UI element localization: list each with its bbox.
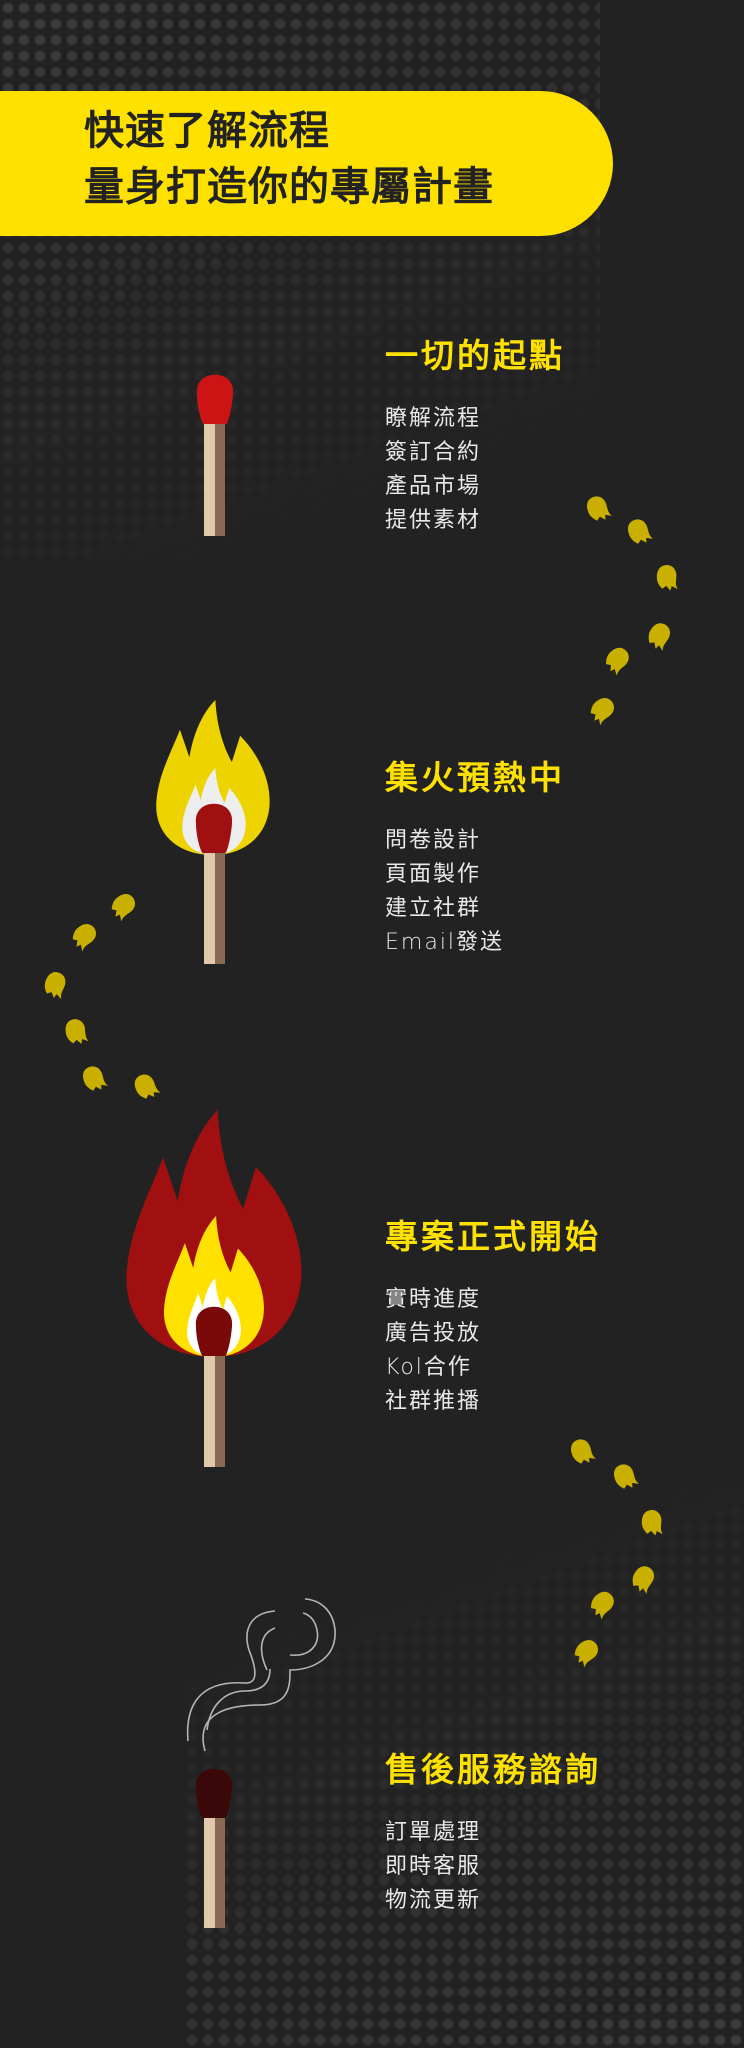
banner-title-line2: 量身打造你的專屬計畫 xyxy=(84,164,494,210)
spark-icon xyxy=(83,1066,109,1091)
match-stick xyxy=(204,853,225,964)
spark-icon xyxy=(614,1464,640,1489)
spark-icon xyxy=(591,1591,614,1620)
section-title: 集火預熱中 xyxy=(385,758,565,797)
smoke-icon xyxy=(186,1598,336,1752)
match-stick xyxy=(204,1356,225,1467)
spark-icon xyxy=(648,623,670,652)
spark-icon xyxy=(606,647,629,676)
section-aftersales: 售後服務諮詢 訂單處理 即時客服 物流更新 xyxy=(385,1750,601,1918)
list-item: 建立社群 xyxy=(385,896,482,921)
match-head-icon xyxy=(195,803,233,854)
section-start: 一切的起點 瞭解流程 簽訂合約 產品市場 提供素材 xyxy=(385,336,565,538)
list-item: 廣告投放 xyxy=(385,1321,482,1346)
list-item: 簽訂合約 xyxy=(385,440,482,465)
list-item: Email發送 xyxy=(385,930,505,955)
spark-icon xyxy=(590,697,615,726)
list-item: 提供素材 xyxy=(385,508,482,533)
list-item: 實時進度 xyxy=(385,1287,482,1312)
spark-icon xyxy=(72,923,97,952)
section-title: 專案正式開始 xyxy=(385,1217,601,1256)
section-title: 一切的起點 xyxy=(385,336,565,375)
list-item: 問卷設計 xyxy=(385,828,482,853)
burnt-match-head-icon xyxy=(195,1768,233,1819)
spark-icon xyxy=(111,893,136,922)
list-item: Kol合作 xyxy=(385,1355,472,1380)
list-item: 物流更新 xyxy=(385,1888,482,1913)
spark-icon xyxy=(134,1074,161,1099)
match-head-icon xyxy=(196,374,234,425)
spark-icon xyxy=(65,1019,89,1044)
section-launch: 專案正式開始 實時進度 廣告投放 Kol合作 社群推播 xyxy=(385,1217,601,1419)
list-item: 即時客服 xyxy=(385,1854,482,1879)
match-stick xyxy=(204,1818,225,1928)
spark-icon xyxy=(632,1566,654,1595)
match-stick xyxy=(204,424,225,536)
header-banner: 快速了解流程 量身打造你的專屬計畫 xyxy=(0,91,613,236)
list-item: 訂單處理 xyxy=(385,1820,482,1845)
spark-icon xyxy=(656,565,678,591)
match-head-icon xyxy=(195,1306,233,1357)
banner-title-line1: 快速了解流程 xyxy=(84,108,330,154)
section-warmup: 集火預熱中 問卷設計 頁面製作 建立社群 Email發送 xyxy=(385,758,565,960)
spark-icon xyxy=(571,1439,597,1464)
spark-icon xyxy=(641,1510,663,1536)
spark-icon xyxy=(574,1639,599,1668)
list-item: 社群推播 xyxy=(385,1389,482,1414)
section-title: 售後服務諮詢 xyxy=(385,1750,601,1789)
list-item: 產品市場 xyxy=(385,474,482,499)
spark-icon xyxy=(628,519,654,544)
spark-icon xyxy=(44,972,66,1000)
list-item: 瞭解流程 xyxy=(385,406,482,431)
list-item: 頁面製作 xyxy=(385,862,482,887)
spark-icon xyxy=(587,496,613,521)
